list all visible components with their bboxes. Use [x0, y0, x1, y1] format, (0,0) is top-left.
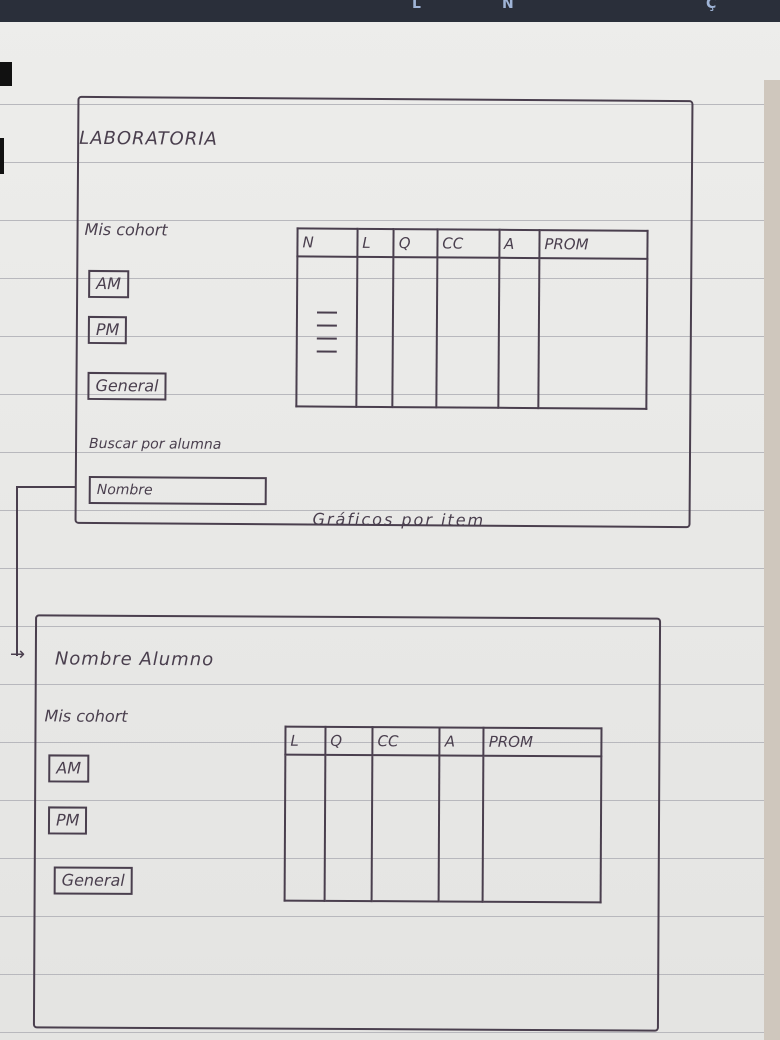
general-button[interactable]: General: [87, 371, 167, 401]
table-header: PROM: [539, 230, 648, 259]
pm-button[interactable]: PM: [47, 806, 88, 835]
general-button[interactable]: General: [53, 866, 133, 895]
name-dash: [316, 337, 337, 340]
table-cell: [356, 256, 394, 408]
arrow-icon: →: [10, 644, 26, 665]
charts-by-item-link[interactable]: Gráficos por item: [312, 509, 486, 530]
table-surface: [764, 80, 780, 1040]
keyboard-key: Ç: [706, 0, 717, 12]
name-dash: [316, 311, 337, 314]
wireframe-student-screen: Nombre Alumno Mis cohort AM PM General L…: [32, 614, 662, 1032]
keyboard-key: L: [412, 0, 421, 12]
table-header: L: [285, 726, 326, 755]
binder-clip: [0, 62, 12, 86]
app-title: LABORATORIA: [79, 127, 218, 150]
table-cell: [284, 754, 326, 901]
name-dash: [316, 324, 337, 327]
table-cell: [538, 258, 648, 409]
name-dash: [316, 350, 337, 353]
table-header: A: [498, 229, 540, 259]
table-cell: [392, 257, 438, 408]
wireframe-main-screen: LABORATORIA Mis cohort AM PM General Bus…: [74, 95, 694, 530]
flow-connector: [16, 486, 76, 656]
student-name-cell[interactable]: [296, 256, 358, 407]
table-header: A: [439, 727, 484, 756]
pm-button[interactable]: PM: [87, 315, 128, 345]
am-button[interactable]: AM: [88, 269, 130, 299]
table-cell: [482, 755, 602, 903]
table-header: PROM: [483, 727, 602, 757]
table-cell: [324, 754, 373, 902]
table-header: N: [297, 228, 358, 257]
table-cell: [438, 755, 484, 902]
search-label: Buscar por alumna: [89, 435, 222, 453]
cohort-label: Mis cohort: [44, 706, 128, 726]
am-button[interactable]: AM: [48, 754, 90, 783]
table-header: Q: [393, 229, 438, 258]
student-name-title: Nombre Alumno: [54, 648, 215, 671]
table-header: CC: [437, 229, 500, 258]
table-cell: [436, 257, 499, 408]
keyboard-edge: L N Ç: [0, 0, 780, 22]
table-header: Q: [325, 726, 373, 756]
table-cell: [371, 755, 440, 902]
student-scores-table: L Q CC A PROM: [283, 725, 603, 904]
binder-clip: [0, 138, 4, 174]
cohort-label: Mis cohort: [84, 219, 168, 240]
keyboard-key: N: [502, 0, 514, 12]
table-cell: [497, 257, 540, 409]
table-header: L: [357, 228, 394, 258]
search-input[interactable]: Nombre: [88, 475, 267, 506]
students-table: N L Q CC A PROM: [295, 227, 649, 410]
table-header: CC: [372, 727, 440, 756]
